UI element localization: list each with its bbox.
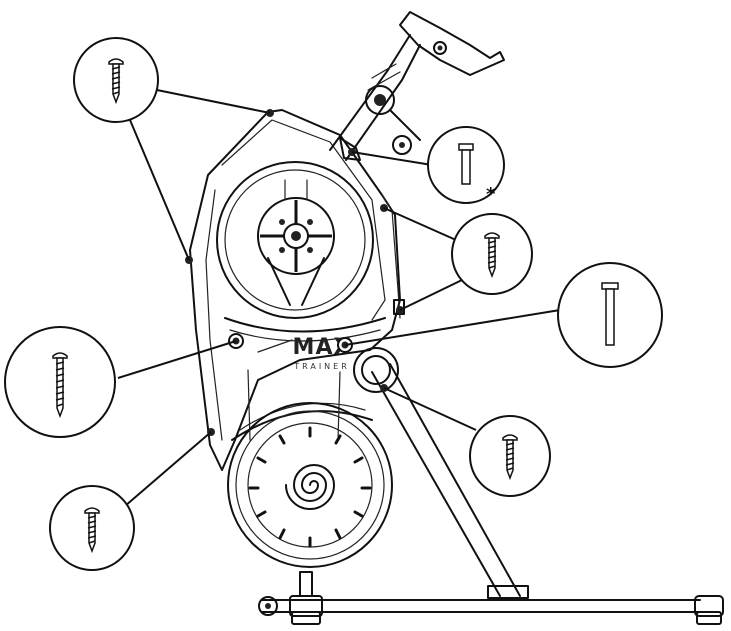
fastener-points — [185, 109, 404, 436]
callout-c2: * — [427, 126, 505, 205]
callout-note-mark: * — [486, 184, 496, 205]
callout-c3 — [451, 213, 533, 295]
machine-illustration: MAX TRAINER — [189, 11, 724, 625]
brand-subtitle-text: TRAINER — [293, 362, 350, 371]
callout-c5 — [4, 326, 116, 438]
leader-lines — [117, 88, 561, 513]
callout-c4 — [557, 262, 663, 368]
callout-c7 — [469, 415, 551, 497]
callout-c6 — [49, 485, 135, 571]
callout-c1 — [73, 37, 159, 123]
